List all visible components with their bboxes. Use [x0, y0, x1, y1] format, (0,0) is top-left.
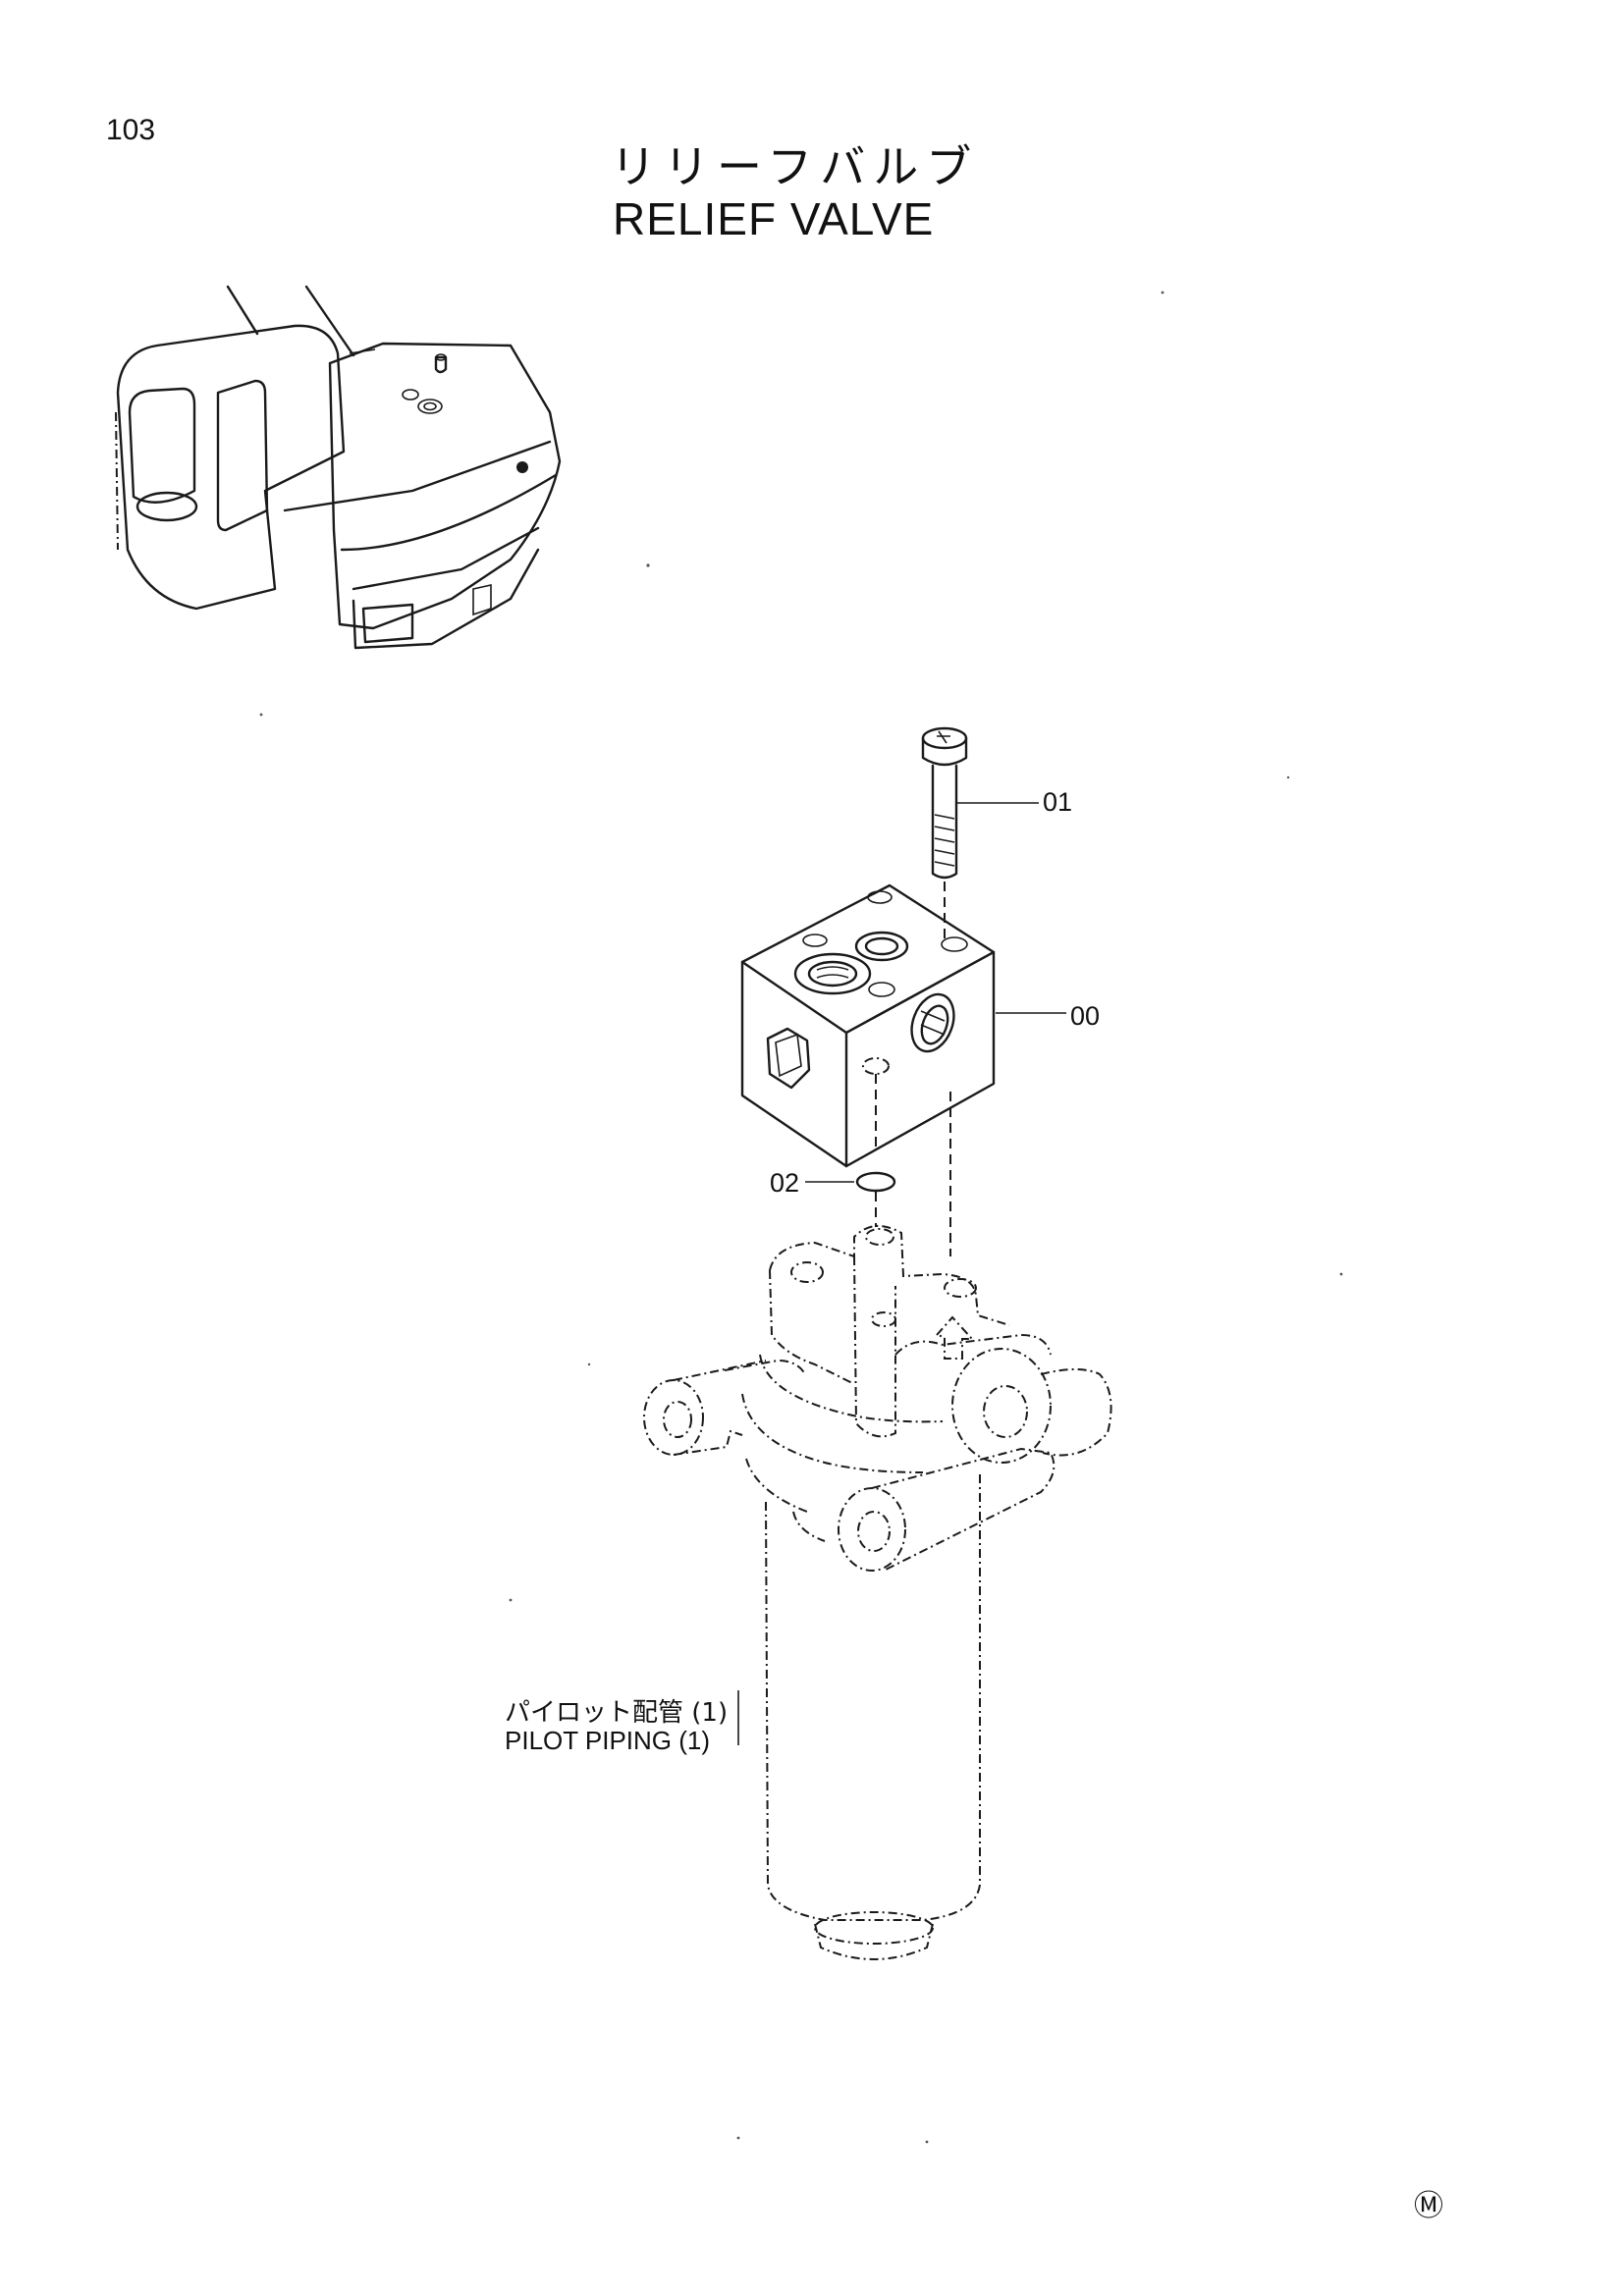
- callout-part-01: 01: [1043, 787, 1073, 817]
- part-02-o-ring: [855, 1171, 896, 1227]
- part-00-relief-valve-block: [740, 883, 996, 1256]
- excavator-location-thumbnail: [115, 285, 562, 650]
- pilot-piping-reference-assembly: [643, 1225, 1112, 1960]
- callout-part-02: 02: [770, 1168, 800, 1198]
- reference-label-english: PILOT PIPING (1): [505, 1726, 711, 1755]
- scan-specks: [259, 291, 1343, 2144]
- part-01-socket-bolt: [921, 726, 968, 942]
- page-title-english: RELIEF VALVE: [613, 193, 935, 244]
- reference-label-japanese: パイロット配管 (1): [505, 1698, 729, 1728]
- page-number: 103: [106, 114, 156, 146]
- corner-mark: Ⓜ: [1414, 2190, 1443, 2222]
- page-title-japanese: リリーフバルブ: [611, 140, 980, 193]
- callout-part-00: 00: [1070, 1001, 1101, 1031]
